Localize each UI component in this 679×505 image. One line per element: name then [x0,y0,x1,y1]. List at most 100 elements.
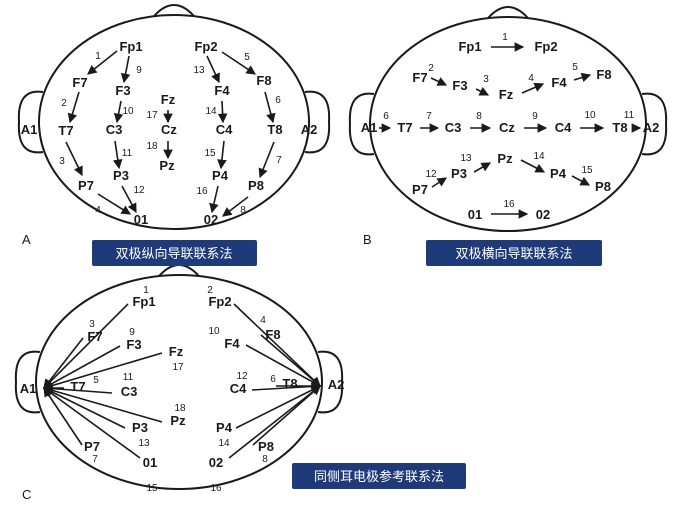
a-chain-number-13: 13 [193,65,205,76]
a-arrow-13 [206,55,220,84]
b-left-ear [348,92,375,156]
c-chain-number-17: 17 [172,362,184,373]
b-electrode-pz: Pz [497,151,513,166]
panel-c-letter: C [22,487,31,502]
c-electrode-02: 02 [209,455,223,470]
a-chain-number-14: 14 [205,106,217,117]
a-chain-number-16: 16 [196,186,208,197]
b-chain-number-13: 13 [460,153,472,164]
a-arrow-12 [121,185,137,214]
b-chain-number-3: 3 [483,74,489,85]
b-arrow-2 [430,77,448,86]
b-electrode-cz: Cz [499,120,515,135]
c-chain-number-10: 10 [208,326,220,337]
b-chain-number-10: 10 [584,110,596,121]
b-electrode-a1: A1 [361,120,378,135]
a-electrode-a2: A2 [301,122,318,137]
a-electrode-f4: F4 [214,83,230,98]
b-arrow-12 [431,177,448,188]
a-arrow-14 [217,100,228,124]
c-arrow-left-7 [42,387,126,429]
panel-c: Fp1Fp2F7F3FzF4F8A1T7C3C4T8A2P7P3PzP4P801… [14,264,345,494]
c-electrode-p4: P4 [216,420,233,435]
a-arrow-10 [113,100,124,124]
a-electrode-p4: P4 [212,168,229,183]
caption-a: 双极纵向导联联系法 [92,240,257,266]
c-chain-number-2: 2 [207,285,213,296]
c-electrode-p8: P8 [258,439,274,454]
a-arrow-16 [209,185,219,214]
a-electrode-a1: A1 [21,122,38,137]
c-chain-number-7: 7 [92,454,98,465]
b-chain-number-2: 2 [428,63,434,74]
a-electrode-p3: P3 [113,168,129,183]
a-electrode-pz: Pz [159,158,175,173]
a-electrode-f7: F7 [72,75,87,90]
b-chain-number-12: 12 [425,169,437,180]
b-chain-number-15: 15 [581,165,593,176]
caption-c-text: 同侧耳电极参考联系法 [314,469,444,485]
c-left-ear [14,350,41,414]
c-electrode-t7: T7 [70,379,85,394]
c-electrode-p3: P3 [132,420,148,435]
b-chain-number-16: 16 [503,199,515,210]
b-electrode-t8: T8 [612,120,627,135]
b-chain-number-9: 9 [532,111,538,122]
a-chain-number-11: 11 [122,148,133,159]
b-chain-number-1: 1 [502,32,508,43]
b-electrode-f8: F8 [596,67,611,82]
c-chain-number-6: 6 [270,374,276,385]
a-chain-number-2: 2 [61,98,67,109]
c-arrow-left-2 [42,345,121,389]
b-electrode-t7: T7 [397,120,412,135]
a-chain-number-1: 1 [95,51,101,62]
a-electrode-p8: P8 [248,178,264,193]
a-electrode-c4: C4 [216,122,233,137]
b-chain-number-11: 11 [624,110,635,121]
a-arrow-11 [113,140,123,170]
c-arrow-right-1 [260,334,321,387]
b-arrow-13 [473,162,492,173]
a-chain-number-9: 9 [136,65,142,76]
b-arrow-5 [573,72,592,83]
c-electrode-a1: A1 [20,381,37,396]
c-electrode-01: 01 [143,455,157,470]
b-electrode-p3: P3 [451,166,467,181]
c-electrode-c3: C3 [121,384,138,399]
a-chain-number-15: 15 [204,148,216,159]
c-electrode-a2: A2 [328,377,345,392]
a-arrow-4 [97,193,132,215]
c-chain-number-11: 11 [123,372,134,383]
b-electrode-f3: F3 [452,78,467,93]
b-chain-number-7: 7 [426,111,432,122]
a-chain-number-12: 12 [133,185,145,196]
a-arrow-6 [264,91,276,124]
a-chain-number-6: 6 [275,95,281,106]
a-chain-number-4: 4 [95,205,101,216]
c-chain-number-3: 3 [89,319,95,330]
panel-b-letter: B [363,232,372,247]
a-chain-number-8: 8 [240,205,246,216]
c-arrow-right-0 [233,303,321,387]
a-electrode-t8: T8 [267,122,282,137]
caption-a-bg [92,240,257,266]
a-electrode-fp1: Fp1 [119,39,142,54]
caption-b: 双极横向导联联系法 [426,240,602,266]
c-electrode-p7: P7 [84,439,100,454]
c-electrode-fz: Fz [169,344,184,359]
c-chain-number-8: 8 [262,454,268,465]
c-chain-number-12: 12 [236,371,248,382]
a-arrow-8 [222,196,249,217]
c-chain-number-14: 14 [218,438,230,449]
b-chain-number-4: 4 [528,73,534,84]
c-arrow-right-5 [235,385,322,429]
c-arrow-right-2 [245,344,322,387]
c-chain-number-13: 13 [138,438,150,449]
a-electrode-cz: Cz [161,122,177,137]
b-arrow-4 [521,82,545,94]
b-electrode-fp1: Fp1 [458,39,481,54]
c-chain-number-18: 18 [174,403,186,414]
c-arrow-left-3 [42,352,163,391]
